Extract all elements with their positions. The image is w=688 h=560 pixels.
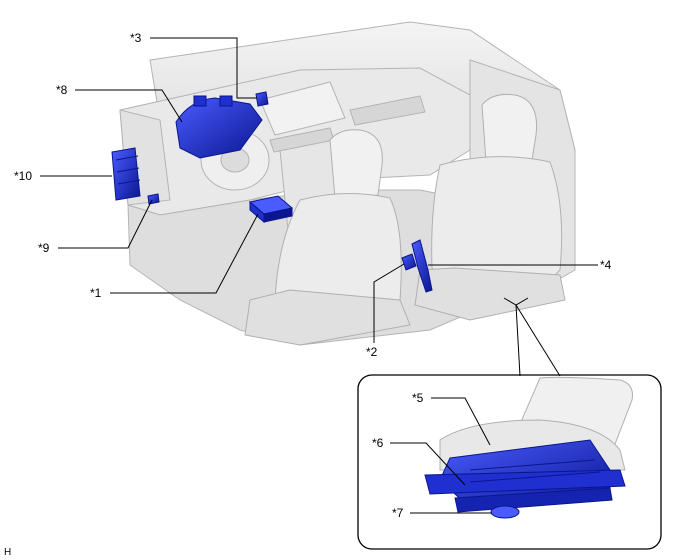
callout-5: *5 <box>412 391 424 405</box>
inset-leader <box>503 297 561 377</box>
callout-7: *7 <box>392 506 404 520</box>
callout-10: *10 <box>14 169 32 183</box>
callout-6: *6 <box>372 436 384 450</box>
component-4-buckle <box>411 239 433 293</box>
callout-3: *3 <box>130 31 142 45</box>
component-2-switch <box>401 253 417 271</box>
component-9-sensor <box>147 193 160 205</box>
callout-1: *1 <box>90 286 102 300</box>
component-1-ecu <box>248 195 294 224</box>
callout-4: *4 <box>600 258 612 272</box>
corner-mark: H <box>4 547 11 558</box>
callout-9: *9 <box>38 241 50 255</box>
seat-frame-assembly <box>424 439 626 519</box>
front-right-seat <box>414 94 566 321</box>
component-8-meter-assembly <box>175 95 263 159</box>
component-3-module <box>255 91 269 107</box>
inset-detail-panel <box>357 374 662 550</box>
front-left-seat <box>244 129 411 346</box>
callout-2: *2 <box>366 345 378 359</box>
component-10-ecu <box>111 147 141 201</box>
callout-8: *8 <box>56 83 68 97</box>
leader-lines <box>40 37 598 514</box>
